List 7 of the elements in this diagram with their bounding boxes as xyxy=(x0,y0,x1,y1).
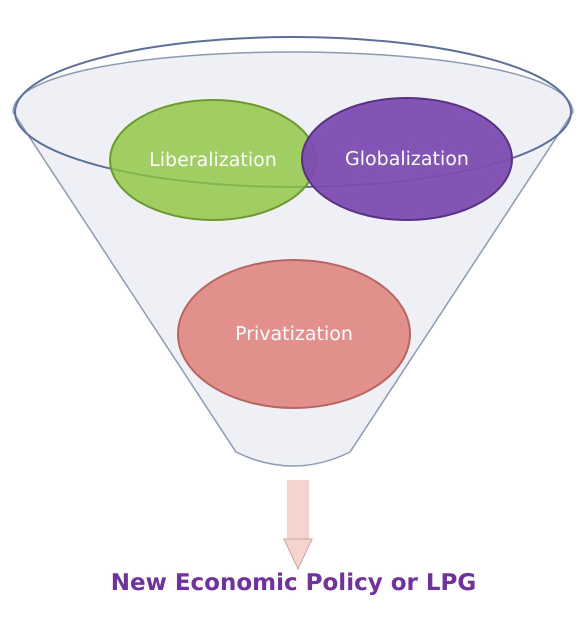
caption-text: New Economic Policy or LPG xyxy=(60,566,527,600)
down-arrow xyxy=(284,480,312,570)
ellipse-shape xyxy=(176,258,412,410)
ellipse-label: Liberalization xyxy=(149,149,277,171)
ellipse-shape xyxy=(300,96,514,222)
ellipse-label: Privatization xyxy=(235,323,353,345)
ellipse-label: Globalization xyxy=(345,148,469,170)
